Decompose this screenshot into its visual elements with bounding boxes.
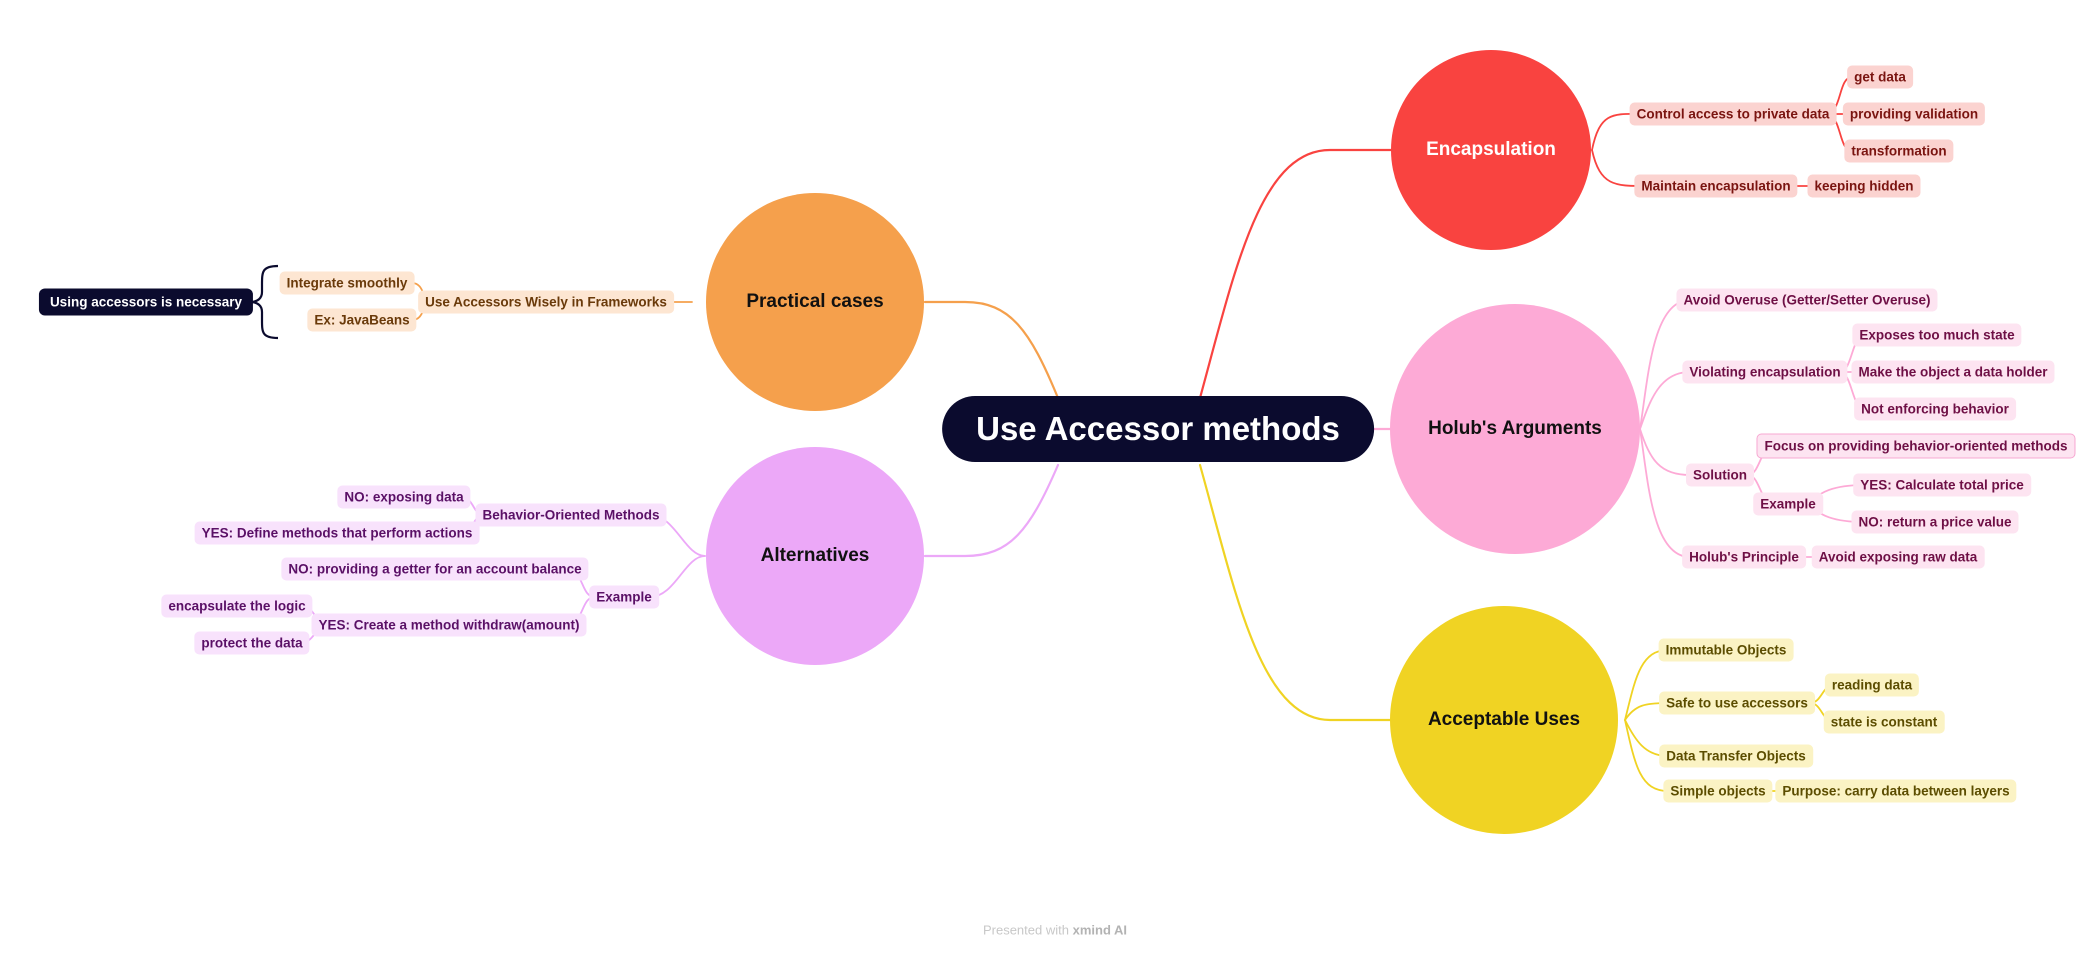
topic-yes-withdraw[interactable]: YES: Create a method withdraw(amount) (311, 613, 587, 637)
topic-violating-encapsulation[interactable]: Violating encapsulation (1682, 360, 1848, 384)
topic-alternatives-example[interactable]: Example (589, 585, 659, 609)
topic-maintain-encapsulation[interactable]: Maintain encapsulation (1634, 174, 1798, 198)
topic-data-holder[interactable]: Make the object a data holder (1851, 360, 2055, 384)
topic-avoid-overuse[interactable]: Avoid Overuse (Getter/Setter Overuse) (1676, 288, 1938, 312)
topic-yes-define-methods[interactable]: YES: Define methods that perform actions (194, 521, 480, 545)
topic-data-transfer-objects[interactable]: Data Transfer Objects (1659, 744, 1813, 768)
branch-holubs-arguments[interactable]: Holub's Arguments (1390, 304, 1640, 554)
topic-avoid-raw-data[interactable]: Avoid exposing raw data (1811, 545, 1985, 569)
topic-integrate-smoothly[interactable]: Integrate smoothly (279, 271, 415, 295)
topic-holub-example[interactable]: Example (1753, 492, 1823, 516)
topic-behavior-oriented-methods[interactable]: Behavior-Oriented Methods (475, 503, 667, 527)
topic-protect-data[interactable]: protect the data (194, 631, 310, 655)
topic-ex-javabeans[interactable]: Ex: JavaBeans (307, 308, 417, 332)
topic-providing-validation[interactable]: providing validation (1842, 102, 1986, 126)
topic-no-exposing-data[interactable]: NO: exposing data (337, 485, 471, 509)
topic-encapsulate-logic[interactable]: encapsulate the logic (161, 594, 313, 618)
topic-holubs-principle[interactable]: Holub's Principle (1682, 545, 1806, 569)
topic-not-enforcing[interactable]: Not enforcing behavior (1854, 397, 2016, 421)
topic-purpose-carry-data[interactable]: Purpose: carry data between layers (1775, 779, 2017, 803)
topic-exposes-state[interactable]: Exposes too much state (1852, 323, 2022, 347)
brace-shape (249, 264, 279, 340)
topic-control-access[interactable]: Control access to private data (1629, 102, 1837, 126)
branch-acceptable-uses[interactable]: Acceptable Uses (1390, 606, 1618, 834)
topic-use-accessors-wisely[interactable]: Use Accessors Wisely in Frameworks (418, 290, 674, 314)
topic-yes-total-price[interactable]: YES: Calculate total price (1853, 473, 2031, 497)
topic-reading-data[interactable]: reading data (1824, 673, 1920, 697)
topic-no-getter-balance[interactable]: NO: providing a getter for an account ba… (281, 557, 589, 581)
branch-alternatives[interactable]: Alternatives (706, 447, 924, 665)
branch-encapsulation[interactable]: Encapsulation (1391, 50, 1591, 250)
summary-accessors-necessary[interactable]: Using accessors is necessary (38, 288, 254, 316)
topic-keeping-hidden[interactable]: keeping hidden (1807, 174, 1921, 198)
topic-safe-accessors[interactable]: Safe to use accessors (1659, 691, 1815, 715)
footer-credit: Presented with xmind AI (983, 923, 1127, 938)
topic-solution[interactable]: Solution (1686, 463, 1754, 487)
topic-get-data[interactable]: get data (1847, 65, 1913, 89)
topic-transformation[interactable]: transformation (1844, 139, 1954, 163)
topic-focus-behavior[interactable]: Focus on providing behavior-oriented met… (1756, 433, 2076, 459)
topic-immutable-objects[interactable]: Immutable Objects (1658, 638, 1794, 662)
central-topic[interactable]: Use Accessor methods (942, 396, 1374, 462)
topic-state-constant[interactable]: state is constant (1823, 710, 1945, 734)
topic-no-price-value[interactable]: NO: return a price value (1851, 510, 2019, 534)
branch-practical-cases[interactable]: Practical cases (706, 193, 924, 411)
footer-prefix: Presented with (982, 922, 1069, 938)
footer-brand: xmind AI (1072, 922, 1128, 938)
topic-simple-objects[interactable]: Simple objects (1663, 779, 1773, 803)
